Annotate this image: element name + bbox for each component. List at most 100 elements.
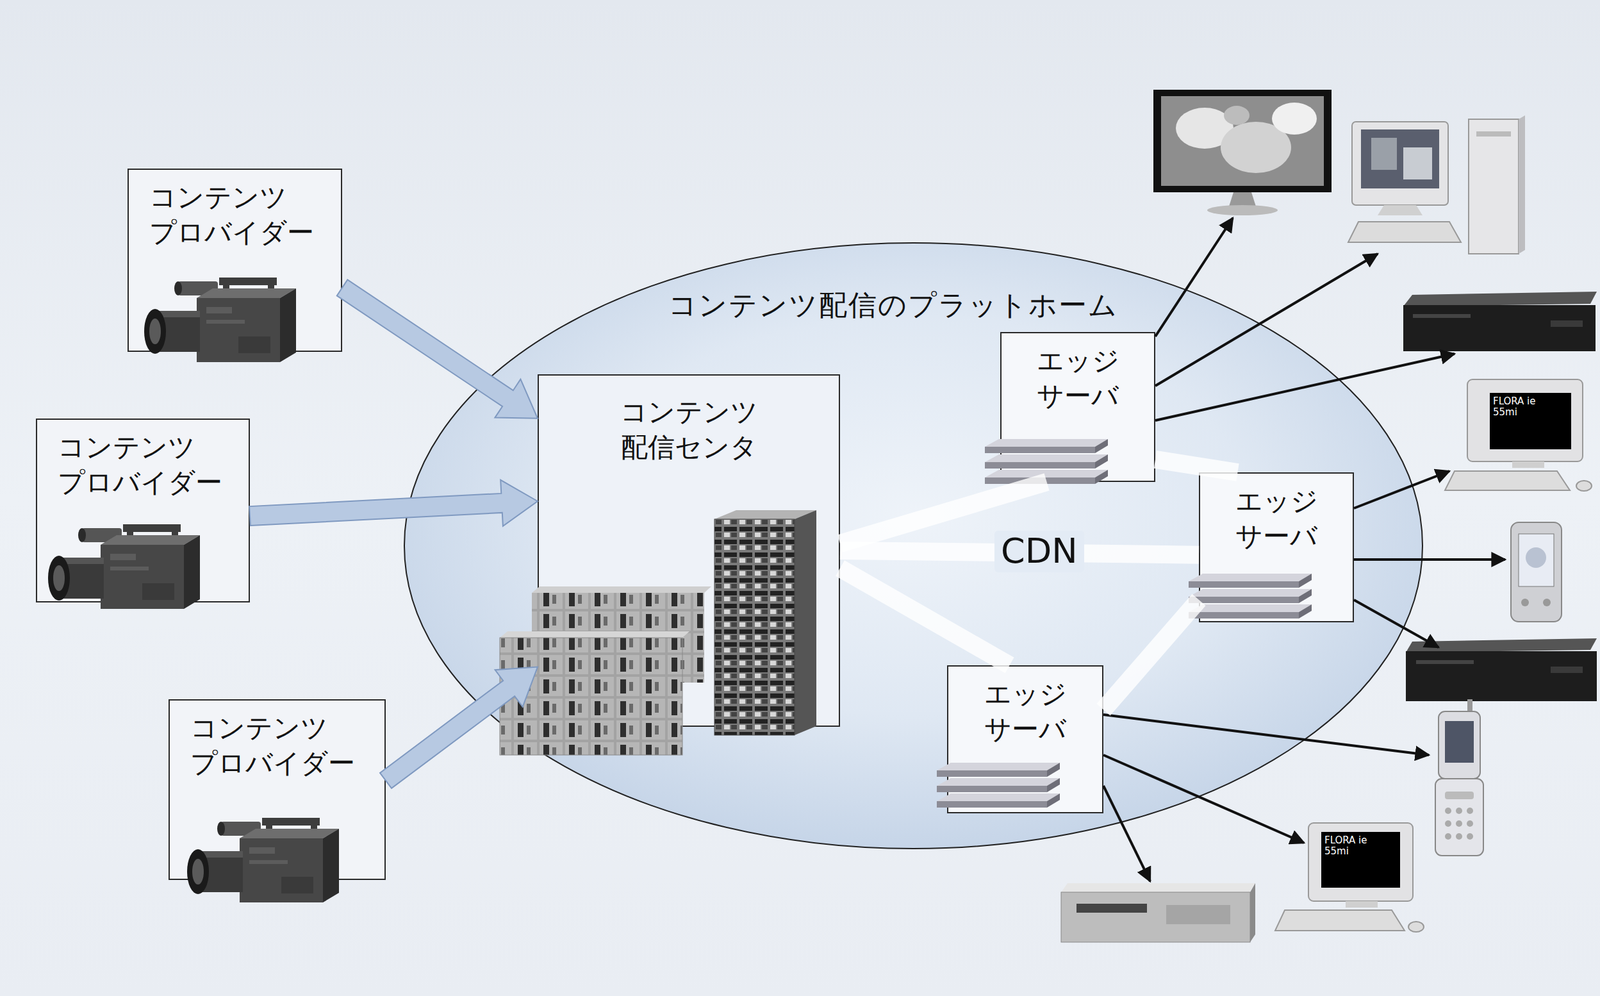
node-label: コンテンツ 配信センタ xyxy=(564,394,814,465)
pda-part xyxy=(1518,533,1554,587)
flora-pc-part xyxy=(1345,900,1378,908)
network-link xyxy=(1103,599,1199,710)
node-label: エッジ サーバ xyxy=(953,676,1097,747)
desktop-pc-part xyxy=(1348,221,1461,243)
network-label: CDN xyxy=(994,530,1085,573)
television-part xyxy=(1207,205,1278,216)
television-part xyxy=(1153,89,1332,193)
mobile-phone-part xyxy=(1444,832,1452,840)
set-top-box-part xyxy=(1405,651,1597,702)
mobile-phone-part xyxy=(1455,807,1463,814)
mobile-phone-part xyxy=(1466,820,1474,827)
flora-pc-part xyxy=(1512,461,1545,468)
desktop-pc-part xyxy=(1377,205,1423,216)
desktop-pc-part xyxy=(1403,147,1433,180)
video-camera xyxy=(144,277,297,363)
flora-pc-part xyxy=(1275,909,1405,931)
flow-arrow xyxy=(249,479,538,527)
television-part xyxy=(1228,192,1256,207)
video-camera xyxy=(187,817,339,903)
flora-pc-part xyxy=(1489,392,1572,450)
flora-pc-part xyxy=(1576,480,1592,491)
node-label: エッジ サーバ xyxy=(1006,343,1149,414)
video-recorder-part xyxy=(1061,891,1251,942)
delivery-arrow-part xyxy=(1353,470,1450,509)
pda-part xyxy=(1525,547,1547,568)
mobile-phone-part xyxy=(1444,807,1452,814)
network-link xyxy=(1155,459,1238,473)
mobile-phone-part xyxy=(1455,832,1463,840)
node-label: コンテンツ プロバイダー xyxy=(149,180,334,250)
desktop-pc-part xyxy=(1352,121,1449,206)
server-icon xyxy=(1188,573,1312,619)
video-camera xyxy=(48,524,200,609)
flora-pc xyxy=(1444,379,1592,491)
set-top-box-part xyxy=(1403,305,1596,352)
delivery-arrow-part xyxy=(1353,558,1506,561)
mobile-phone-part xyxy=(1444,720,1474,763)
server-cabinets-part xyxy=(531,586,712,593)
server-cabinets-part xyxy=(499,631,690,638)
desktop-pc-part xyxy=(1360,129,1440,189)
set-top-box xyxy=(1405,638,1597,702)
node-label: コンテンツ プロバイダー xyxy=(190,710,377,781)
desktop-pc-part xyxy=(1371,137,1397,170)
delivery-arrow-part xyxy=(1155,253,1378,386)
video-recorder-part xyxy=(1061,882,1256,892)
desktop-pc-part xyxy=(1476,131,1511,137)
pda-part xyxy=(1521,598,1529,607)
flora-pc-part xyxy=(1321,831,1401,888)
television-part xyxy=(1271,102,1317,135)
video-recorder-part xyxy=(1076,903,1147,913)
pda-part xyxy=(1510,522,1562,622)
mobile-phone-part xyxy=(1444,791,1474,800)
delivery-arrow-part xyxy=(1155,217,1233,337)
delivery-arrow-part xyxy=(1103,785,1151,882)
node-label: コンテンツ プロバイダー xyxy=(57,429,241,500)
mobile-phone-part xyxy=(1435,778,1484,856)
television-part xyxy=(1223,105,1250,125)
flow-arrow xyxy=(379,667,538,789)
delivery-arrow-part xyxy=(1103,754,1304,843)
flora-pc-part xyxy=(1408,921,1424,932)
ellipse-outline xyxy=(404,242,1423,849)
set-top-box-part xyxy=(1412,313,1471,318)
mobile-phone xyxy=(1435,699,1484,856)
video-recorder-part xyxy=(1250,882,1256,942)
mobile-phone-part xyxy=(1438,711,1481,779)
set-top-box-part xyxy=(1403,291,1597,307)
rack-tower xyxy=(714,510,817,735)
rack-tower-part xyxy=(714,519,795,735)
desktop-pc xyxy=(1348,115,1526,254)
delivery-arrow-part xyxy=(1103,714,1429,755)
pda-part xyxy=(1542,598,1551,607)
set-top-box-part xyxy=(1550,666,1583,673)
mobile-phone-part xyxy=(1466,832,1474,840)
set-top-box-part xyxy=(1416,659,1474,664)
set-top-box-part xyxy=(1550,320,1583,327)
screen-text: FLORA ie 55mi xyxy=(1324,834,1384,858)
video-camera xyxy=(48,277,339,903)
flora-pc-part xyxy=(1467,379,1583,462)
television xyxy=(1153,89,1332,216)
rack-tower-part xyxy=(794,510,817,735)
rack-tower-part xyxy=(714,519,795,735)
set-top-box xyxy=(1403,291,1597,352)
pda xyxy=(1510,522,1562,622)
server-icon xyxy=(984,438,1108,484)
platform-title: コンテンツ配信のプラットホーム xyxy=(668,286,1119,323)
flora-pc-part xyxy=(1444,470,1570,491)
mobile-phone-part xyxy=(1466,807,1474,814)
node-label: エッジ サーバ xyxy=(1205,483,1348,554)
delivery-arrow-part xyxy=(1155,353,1455,421)
server-icon xyxy=(936,762,1060,808)
mobile-phone-part xyxy=(1444,820,1452,827)
flow-arrow xyxy=(337,279,538,418)
flora-pc-part xyxy=(1308,822,1413,901)
video-recorder-part xyxy=(1166,904,1231,924)
screen-text: FLORA ie 55mi xyxy=(1492,395,1552,419)
video-recorder xyxy=(1061,882,1256,942)
delivery-arrow-part xyxy=(1353,599,1439,648)
